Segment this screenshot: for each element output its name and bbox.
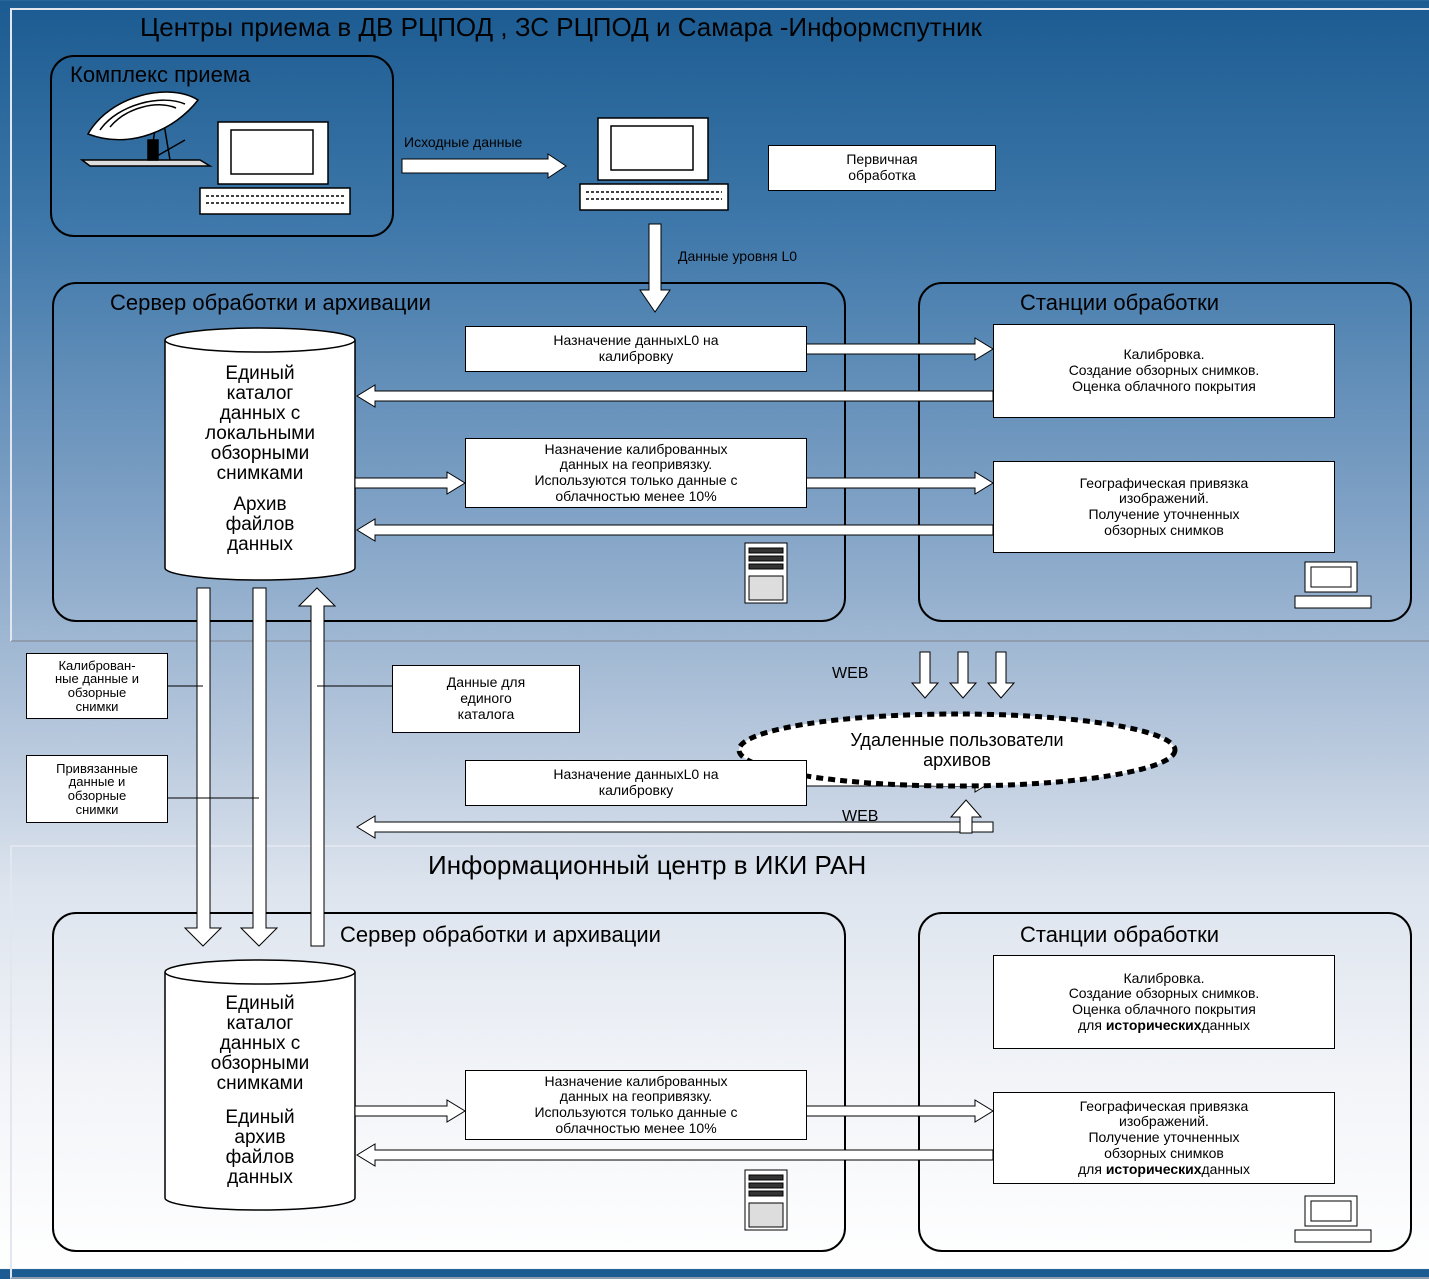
satellite-dish-icon: [79, 91, 213, 167]
top-database-cylinder: [164, 327, 356, 581]
catalog-data-upload-arrow: [297, 587, 337, 947]
suffix-bold: исторических: [1105, 1160, 1202, 1177]
reception-group: [50, 55, 394, 237]
bottom-workstation-icon: [1294, 1195, 1372, 1243]
top-calibration-return-arrow: [356, 384, 994, 408]
top-catalog-to-task2-arrow: [354, 471, 466, 495]
bottom-georef-station-box: Географическая привязка изображений. Пол…: [993, 1092, 1335, 1184]
bottom-server-tower-icon: [744, 1169, 788, 1231]
bottom-archive-text: Единый архив файлов данных: [225, 1107, 295, 1188]
suffix-post: данных: [1201, 1160, 1250, 1177]
referenced-data-box: Привязанные данные и обзорные снимки: [26, 755, 168, 823]
bottom-georef-return-arrow: [356, 1143, 994, 1167]
top-georef-return-arrow: [356, 518, 994, 542]
suffix-pre: для: [1078, 1160, 1106, 1177]
bottom-calibration-station-box: Калибровка. Создание обзорных снимков. О…: [993, 955, 1335, 1049]
top-calibration-station-box: Калибровка. Создание обзорных снимков. О…: [993, 324, 1335, 418]
top-calibration-task-box: Назначение данныхL0 на калибровку: [465, 326, 807, 372]
primary-processing-box: Первичная обработка: [768, 145, 996, 191]
web-top-label: WEB: [832, 665, 869, 682]
reception-computer-icon: [199, 121, 351, 215]
bottom-server-group: [52, 912, 846, 1252]
bottom-calibration-station-suffix: для историческихданных: [1078, 1016, 1250, 1034]
primary-computer-icon: [579, 117, 729, 211]
top-archive-text: Архив файлов данных: [225, 494, 295, 555]
top-server-tower-icon: [744, 542, 788, 604]
bottom-catalog-text: Единый каталог данных с обзорными снимка…: [210, 993, 310, 1094]
bottom-stations-group: [918, 912, 1412, 1252]
calibrated-transfer-arrow: [183, 587, 223, 947]
bottom-georef-station-suffix: для историческихданных: [1078, 1160, 1250, 1178]
bottom-calibration-return-arrow: [356, 815, 994, 839]
web-down-arrow-1: [910, 651, 940, 699]
bottom-georef-task-box: Назначение калиброванных данных на геопр…: [465, 1070, 807, 1140]
bottom-calibration-task-box: Назначение данныхL0 на калибровку: [465, 760, 807, 806]
remote-users-label: Удаленные пользователи архивов: [850, 730, 1064, 770]
referenced-transfer-arrow: [239, 587, 279, 947]
top-catalog-text: Единый каталог данных с локальными обзор…: [205, 363, 315, 484]
top-georef-task-box: Назначение калиброванных данных на геопр…: [465, 438, 807, 508]
top-center-panel: [10, 8, 1429, 642]
top-workstation-icon: [1294, 561, 1372, 609]
bottom-database-cylinder: [164, 959, 356, 1211]
top-title: Центры приема в ДВ РЦПОД , ЗС РЦПОД и Са…: [140, 12, 982, 42]
top-task1-to-calibration-arrow: [804, 337, 994, 361]
top-server-group: [52, 282, 846, 622]
top-server-title: Сервер обработки и архивации: [110, 290, 431, 315]
raw-data-label: Исходные данные: [404, 134, 523, 150]
top-georef-station-box: Географическая привязка изображений. Пол…: [993, 461, 1335, 553]
catalog-data-box: Данные для единого каталога: [392, 665, 580, 733]
reception-title: Комплекс приема: [70, 62, 251, 87]
bottom-catalog-to-task2-arrow: [354, 1099, 466, 1123]
web-down-arrow-3: [986, 651, 1016, 699]
bottom-title: Информационный центр в ИКИ РАН: [428, 850, 867, 880]
bottom-task2-to-georef-arrow: [804, 1099, 994, 1123]
top-task2-to-georef-arrow: [804, 471, 994, 495]
bottom-stations-title: Станции обработки: [1020, 922, 1220, 947]
suffix-bold: исторических: [1105, 1016, 1202, 1033]
calibrated-data-box: Калиброван- ные данные и обзорные снимки: [26, 653, 168, 719]
top-stations-title: Станции обработки: [1020, 290, 1220, 315]
l0-data-arrow: [639, 223, 671, 313]
suffix-pre: для: [1078, 1016, 1106, 1033]
bottom-georef-station-text: Географическая привязка изображений. Пол…: [1079, 1097, 1249, 1161]
bottom-calibration-station-text: Калибровка. Создание обзорных снимков. О…: [1068, 969, 1260, 1017]
top-stations-group: [918, 282, 1412, 622]
web-up-arrow: [949, 799, 983, 834]
suffix-post: данных: [1201, 1016, 1250, 1033]
web-down-arrow-2: [948, 651, 978, 699]
l0-data-label: Данные уровня L0: [678, 248, 798, 264]
remote-users-ellipse: [736, 711, 1178, 789]
bottom-server-title: Сервер обработки и архивации: [340, 922, 661, 947]
raw-data-arrow: [401, 153, 567, 179]
web-bottom-label: WEB: [842, 808, 879, 825]
